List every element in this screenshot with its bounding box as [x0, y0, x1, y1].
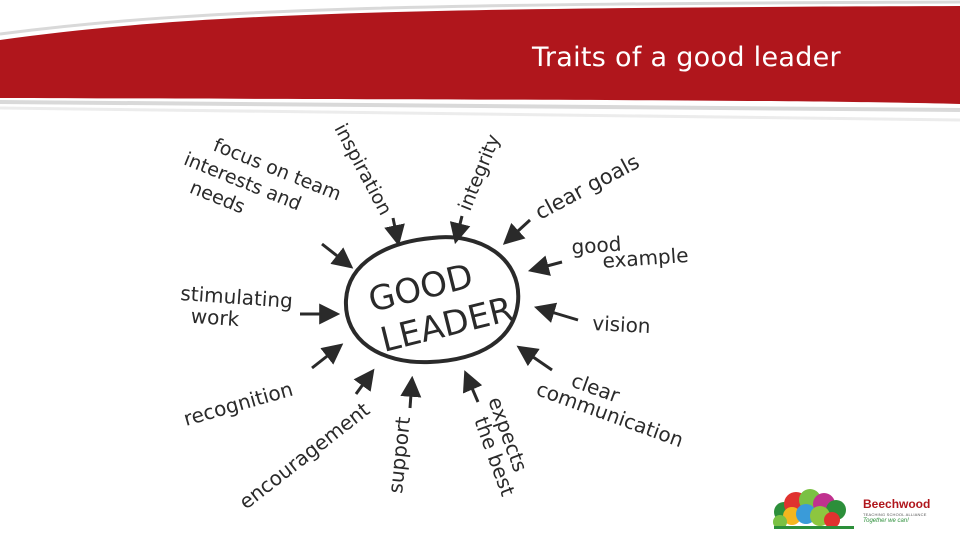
arrow-integrity — [449, 215, 471, 245]
trait-recognition: recognition — [181, 377, 296, 431]
trait-good-example: good example — [571, 232, 690, 273]
beechwood-logo — [773, 489, 854, 529]
trait-label: integrity — [454, 131, 504, 214]
trait-vision: vision — [592, 311, 651, 338]
arrow-expects-the-best — [462, 370, 483, 403]
arrow-recognition — [311, 343, 344, 370]
logo-subtitle: TEACHING SCHOOL ALLIANCE — [863, 512, 927, 517]
trait-label: example — [602, 243, 690, 273]
arrow-clear-communication — [516, 345, 553, 372]
arrow-support — [400, 375, 422, 409]
arrow-focus — [321, 242, 354, 269]
arrow-good-example — [527, 255, 563, 276]
trait-label: inspiration — [330, 120, 397, 219]
trait-label: encouragement — [234, 397, 374, 514]
trait-integrity: integrity — [454, 131, 504, 214]
arrow-clear-goals — [502, 218, 532, 245]
trait-stimulating-work: stimulating work — [180, 281, 294, 331]
trait-label: recognition — [181, 377, 296, 431]
slide-title: Traits of a good leader — [532, 42, 841, 73]
logo-tagline: Together we can! — [863, 518, 909, 524]
trait-focus-on-team: focus on team interests and needs — [181, 134, 344, 218]
arrow-vision — [533, 302, 579, 323]
tree-cluster-icon — [773, 489, 854, 529]
trait-label: good — [571, 232, 622, 259]
trait-expects-the-best: expects the best — [469, 394, 532, 500]
arrow-encouragement — [353, 368, 375, 395]
trait-clear-communication: clear communication — [533, 368, 687, 452]
trait-label: work — [190, 304, 240, 331]
trait-encouragement: encouragement — [234, 397, 374, 514]
trait-inspiration: inspiration — [330, 120, 397, 219]
trait-support: support — [383, 415, 415, 494]
trait-label: support — [383, 415, 415, 494]
header-band — [0, 0, 960, 122]
trait-label: clear goals — [531, 150, 643, 225]
trait-clear-goals: clear goals — [531, 150, 643, 225]
center-bubble: GOOD LEADER — [343, 235, 521, 365]
trait-label: vision — [592, 311, 651, 338]
arrow-inspiration — [384, 217, 405, 247]
logo-name: Beechwood — [863, 497, 931, 511]
